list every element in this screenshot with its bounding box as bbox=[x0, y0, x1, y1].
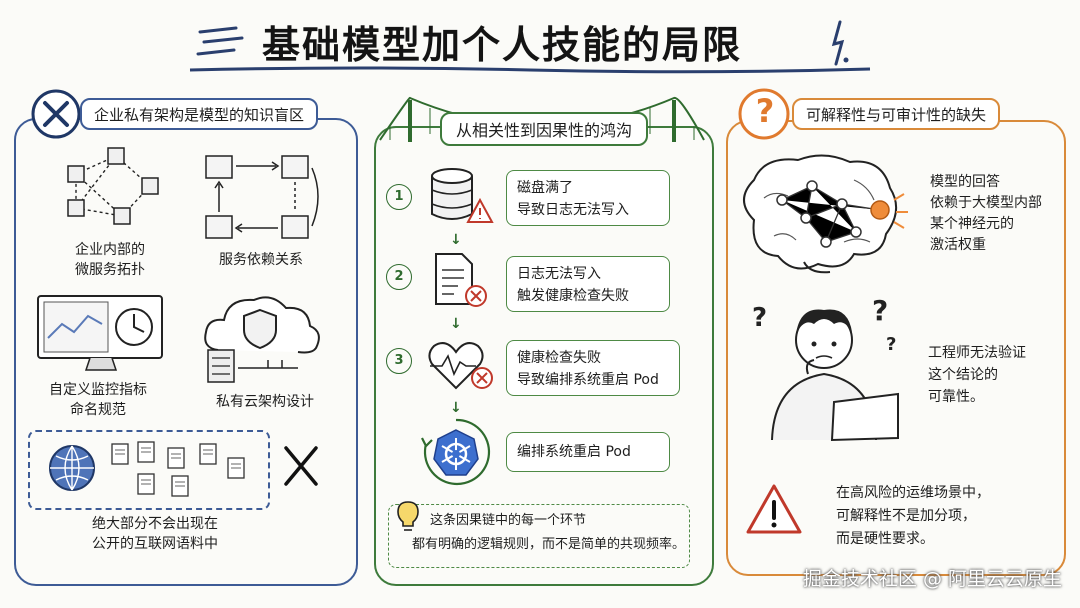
arrow-1: ↓ bbox=[450, 232, 462, 248]
model-answer-text: 模型的回答 依赖于大模型内部 某个神经元的 激活权重 bbox=[930, 174, 1042, 253]
service-dependency-icon bbox=[205, 155, 319, 239]
right-panel-header-text: 可解释性与可审计性的缺失 bbox=[806, 105, 987, 124]
step-2-number: 2 bbox=[386, 264, 412, 290]
arrow-3: ↓ bbox=[450, 400, 462, 416]
step-2-box: 日志无法写入 触发健康检查失败 bbox=[506, 256, 670, 312]
svg-text:?: ? bbox=[752, 303, 767, 333]
x-circle-icon bbox=[31, 89, 81, 139]
high-risk-text: 在高风险的运维场景中， 可解释性不是加分项， 而是硬性要求。 bbox=[836, 485, 990, 547]
watermark: 掘金技术社区 @ 阿里云云原生 bbox=[802, 568, 1062, 590]
microservice-topology-icon bbox=[67, 147, 159, 225]
step-1-number: 1 bbox=[386, 184, 412, 210]
globe-icon bbox=[49, 445, 95, 491]
left-panel-header: 企业私有架构是模型的知识盲区 bbox=[80, 98, 319, 130]
custom-metrics-label: 自定义监控指标 命名规范 bbox=[49, 382, 147, 418]
question-circle-icon bbox=[738, 88, 790, 140]
confused-engineer-icon: ? ? ? bbox=[752, 294, 899, 442]
left-panel-header-text: 企业私有架构是模型的知识盲区 bbox=[94, 105, 305, 124]
cross-mark-icon bbox=[284, 446, 318, 486]
step-1-box: 磁盘满了 导致日志无法写入 bbox=[506, 170, 670, 226]
title-underline bbox=[189, 66, 871, 74]
arrow-2: ↓ bbox=[450, 316, 462, 332]
step-4-box: 编排系统重启 Pod bbox=[506, 432, 670, 472]
middle-panel-header-text: 从相关性到因果性的鸿沟 bbox=[456, 121, 633, 140]
step-3-number: 3 bbox=[386, 348, 412, 374]
heartbeat-error-icon bbox=[428, 342, 493, 390]
causal-note-box bbox=[388, 504, 690, 568]
document-stack-icon bbox=[111, 441, 245, 497]
public-corpus-label: 绝大部分不会出现在 公开的互联网语料中 bbox=[92, 516, 218, 552]
private-cloud-icon bbox=[204, 296, 320, 383]
middle-panel-header: 从相关性到因果性的鸿沟 bbox=[440, 112, 649, 146]
public-corpus-box bbox=[28, 430, 270, 510]
lightbulb-icon bbox=[397, 501, 419, 531]
kubernetes-restart-icon bbox=[421, 418, 491, 486]
database-warning-icon bbox=[431, 168, 494, 223]
private-cloud-label: 私有云架构设计 bbox=[216, 394, 314, 410]
causal-note-line-1: 这条因果链中的每一个环节 bbox=[430, 513, 587, 528]
title-decoration-lines-icon bbox=[196, 26, 244, 56]
service-dependency-label: 服务依赖关系 bbox=[219, 252, 303, 268]
lightning-icon bbox=[831, 20, 849, 66]
svg-text:?: ? bbox=[872, 294, 888, 327]
microservice-topology-label: 企业内部的 微服务拓扑 bbox=[75, 242, 145, 278]
page-title: 基础模型加个人技能的局限 bbox=[262, 23, 743, 67]
log-error-icon bbox=[435, 253, 487, 307]
right-panel-header: 可解释性与可审计性的缺失 bbox=[792, 98, 1001, 130]
monitor-dashboard-icon bbox=[37, 295, 163, 371]
causal-note-line-2: 都有明确的逻辑规则，而不是简单的共现频率。 bbox=[412, 537, 686, 552]
warning-triangle-icon bbox=[746, 484, 802, 534]
svg-text:?: ? bbox=[886, 334, 896, 355]
brain-network-icon bbox=[743, 154, 908, 274]
question-mark-text: ? bbox=[755, 92, 775, 130]
engineer-text: 工程师无法验证 这个结论的 可靠性。 bbox=[928, 345, 1026, 405]
step-3-box: 健康检查失败 导致编排系统重启 Pod bbox=[506, 340, 680, 396]
